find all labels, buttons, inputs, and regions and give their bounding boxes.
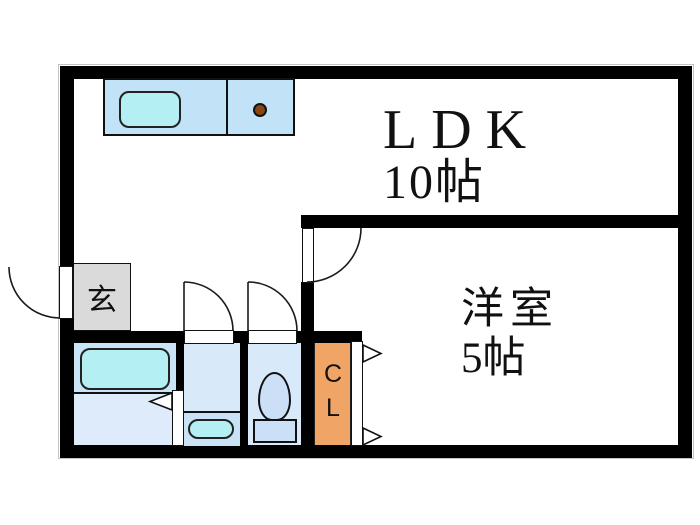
- closet-label: CL: [319, 359, 347, 428]
- closet-sliding-door: [351, 341, 363, 446]
- toilet-icon: [258, 372, 291, 421]
- plan-outer-edge: [58, 64, 694, 459]
- wall-right: [678, 66, 692, 458]
- western-room-label: 洋室: [461, 286, 559, 333]
- wall-top: [60, 66, 692, 79]
- western-room-door-leaf: [302, 228, 314, 283]
- wall-sanitary-top-mid: [234, 331, 248, 343]
- burner-icon: [253, 103, 267, 117]
- entrance-area: [73, 263, 131, 331]
- washbasin-icon: [188, 419, 234, 439]
- wall-closet-top: [297, 331, 362, 343]
- bathtub-icon: [80, 348, 170, 390]
- entrance-label: 玄: [87, 284, 117, 317]
- wall-bottom: [60, 445, 692, 458]
- wall-sanitary-top-left: [60, 331, 184, 343]
- wall-western-left-pier: [301, 282, 314, 446]
- washroom-door-opening: [184, 330, 234, 344]
- bathroom-sliding-door: [172, 390, 184, 446]
- ldk-room-label: LDK: [383, 99, 541, 161]
- wall-bath-washroom: [176, 342, 184, 393]
- entry-door-leaf: [59, 266, 73, 319]
- toilet-tank: [253, 419, 297, 443]
- western-room-size: 5帖: [461, 335, 526, 382]
- wall-left-lower: [60, 318, 74, 458]
- closet-area: CL: [314, 341, 351, 446]
- toilet-door-opening: [248, 330, 297, 344]
- ldk-room-size: 10帖: [383, 156, 486, 209]
- wall-left-upper: [60, 66, 74, 267]
- entry-door-swing-arc-icon: [8, 266, 61, 319]
- wall-ldk-western-divider: [301, 215, 692, 228]
- sink-icon: [119, 91, 181, 128]
- kitchen-counter-divider: [226, 79, 228, 135]
- wall-washroom-toilet: [240, 342, 248, 446]
- bathroom-floor-area: [74, 392, 172, 445]
